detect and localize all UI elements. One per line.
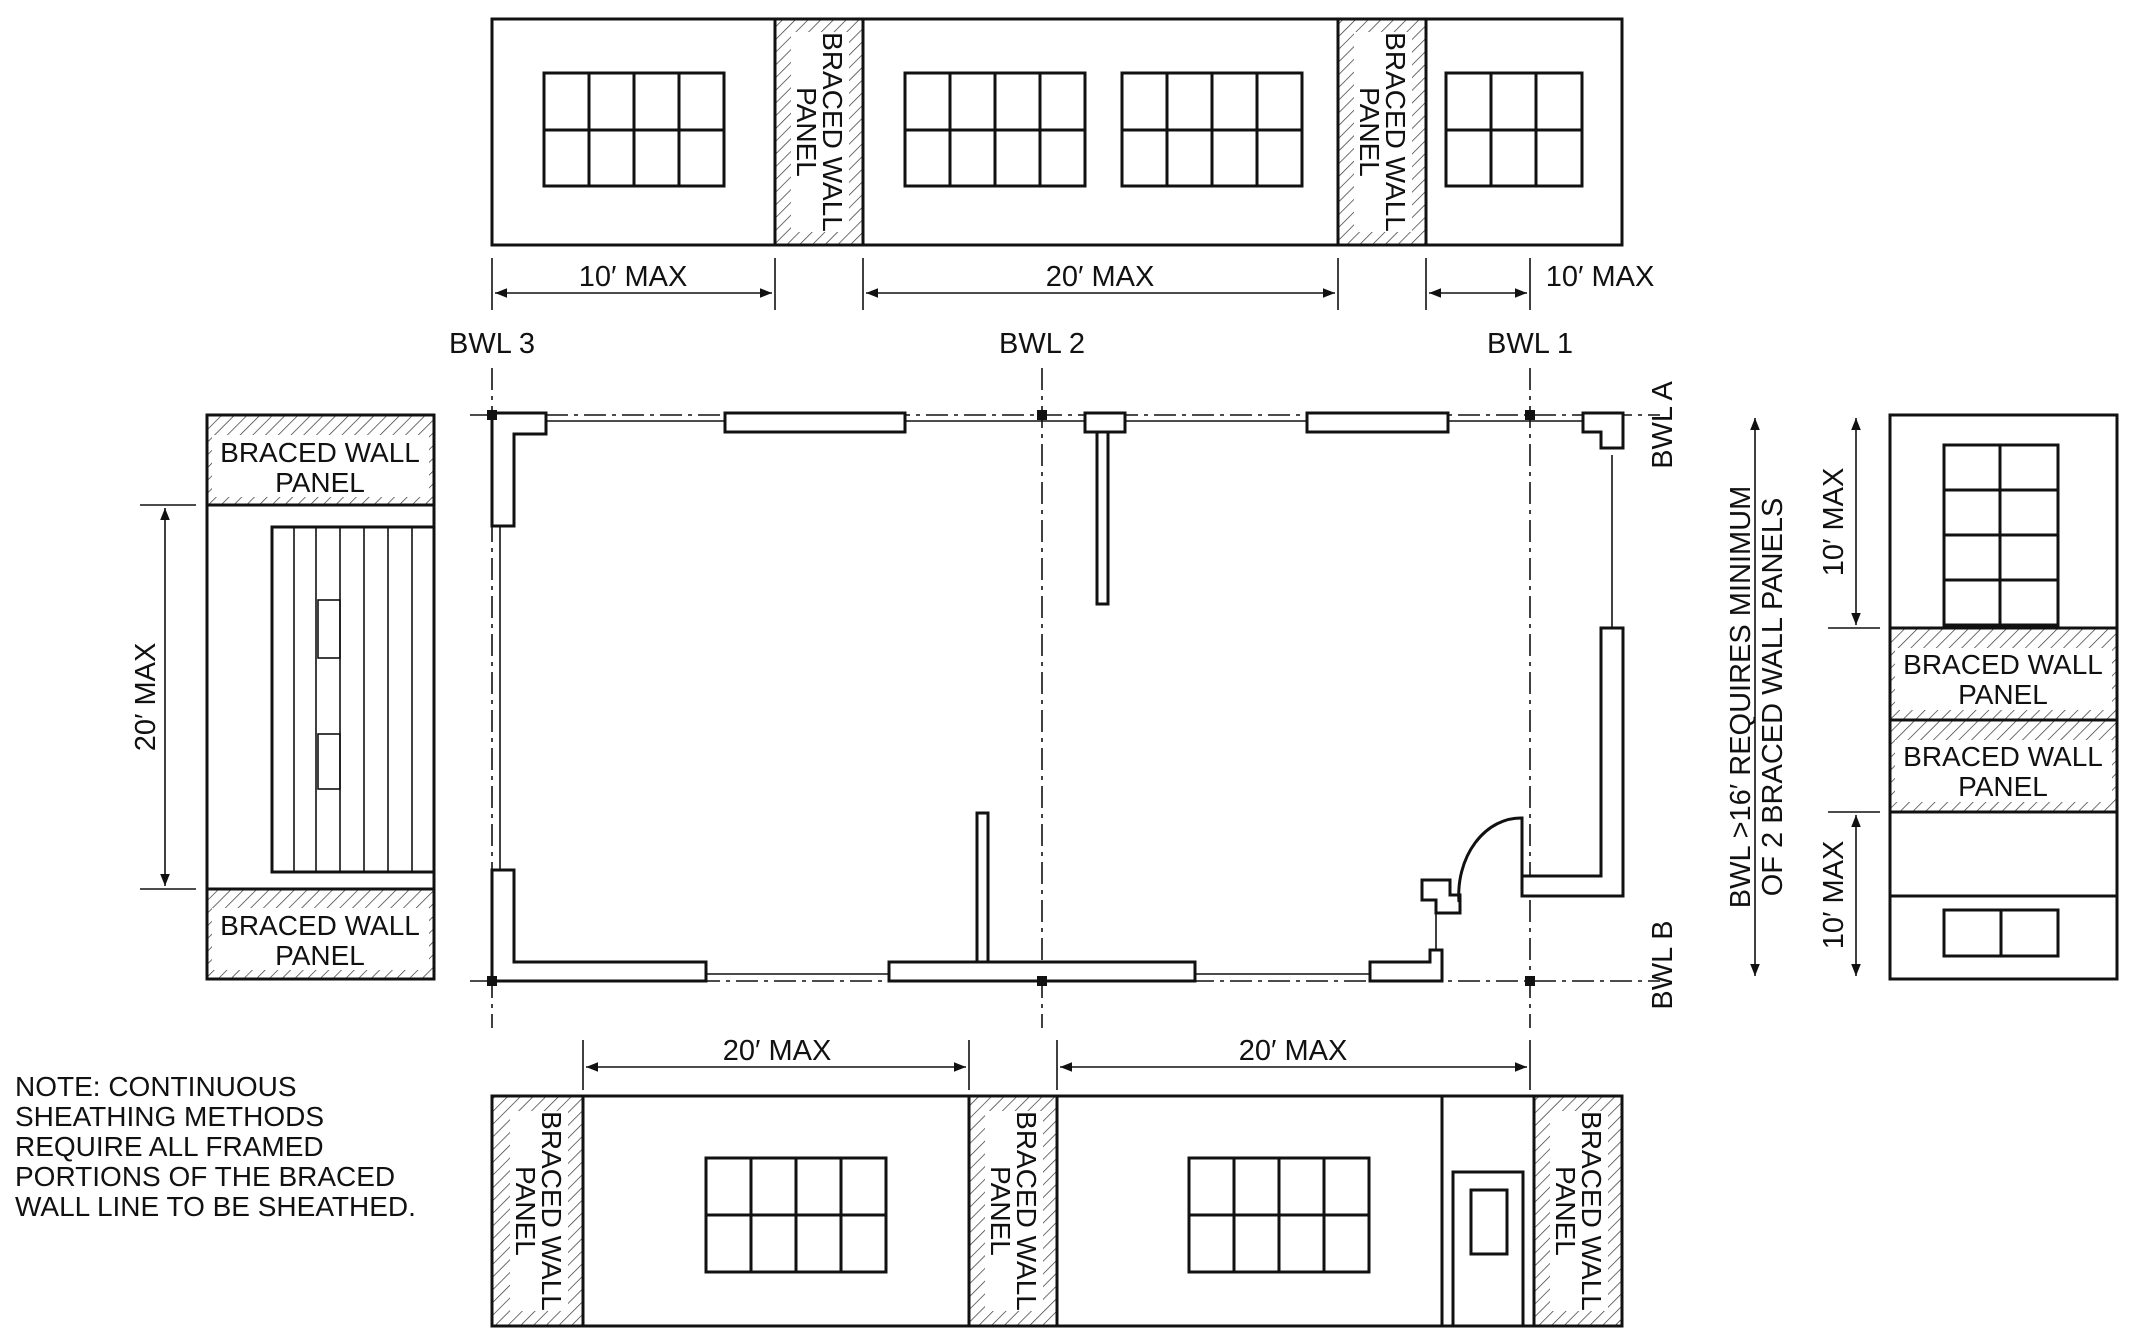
wall-corner-ne [1581,411,1625,450]
bottom-dimensions: 20′ MAX 20′ MAX [582,1035,1531,1090]
bottom-panel-2-label-line2: PANEL [985,1166,1016,1256]
top-window-4 [1444,71,1584,188]
right-window-1 [1942,443,2060,627]
note-line-1: NOTE: CONTINUOUS [15,1071,297,1102]
bwl-2-label: BWL 2 [999,328,1085,360]
wall-segment-a3 [1305,411,1450,434]
bottom-braced-panel-3: BRACED WALL PANEL [1532,1094,1624,1328]
top-elevation-outline [490,17,1624,247]
bwl-a-label: BWL A [1647,381,1679,469]
right-panel-1-label-line1: BRACED WALL [1903,649,2103,680]
dim-top-left: 10′ MAX [579,261,688,293]
door-jamb [1420,878,1462,915]
right-braced-panel-2: BRACED WALL PANEL [1888,718,2119,814]
wall-segment-east [1520,626,1625,898]
dim-right-top: 10′ MAX [1818,468,1850,577]
post-2b [1037,976,1047,986]
bottom-panel-3-label-line2: PANEL [1550,1166,1581,1256]
wall-segment-a2 [1083,411,1127,434]
bottom-panel-1-label-line1: BRACED WALL [536,1111,567,1311]
door-swing-icon [1457,816,1524,903]
bottom-braced-panel-2: BRACED WALL PANEL [967,1094,1059,1328]
floor-plan [470,368,1660,1028]
left-panel-1-label-line1: BRACED WALL [220,437,420,468]
top-panel-2-label-line1: BRACED WALL [1380,32,1411,232]
right-panel-2-label-line2: PANEL [1958,771,2048,802]
left-panel-2-label-line1: BRACED WALL [220,910,420,941]
post-1b [1525,976,1535,986]
top-dimensions: 10′ MAX 20′ MAX 10′ MAX [491,258,1655,310]
right-panel-2-label-line1: BRACED WALL [1903,741,2103,772]
bwl-1-label: BWL 1 [1487,328,1573,360]
garage-door [270,525,436,874]
note-line-2: SHEATHING METHODS [15,1101,324,1132]
top-window-3 [1120,71,1304,188]
wall-corner-nw [490,411,548,528]
post-1a [1525,410,1535,420]
right-elevation: BRACED WALL PANEL BRACED WALL PANEL 10′ … [1725,413,2119,981]
requirement-line-2: OF 2 BRACED WALL PANELS [1757,498,1789,897]
top-panel-2-label-line2: PANEL [1354,87,1385,177]
bottom-braced-panel-1: BRACED WALL PANEL [490,1094,585,1328]
bottom-door [1451,1170,1525,1328]
bottom-panel-1-label-line2: PANEL [510,1166,541,1256]
top-elevation: BRACED WALL PANEL BRACED WALL P [490,17,1624,247]
dim-left: 20′ MAX [130,643,162,752]
top-window-2 [903,71,1087,188]
top-braced-panel-2: BRACED WALL PANEL [1336,17,1428,247]
dim-bottom-right: 20′ MAX [1239,1035,1348,1067]
top-braced-panel-1: BRACED WALL PANEL [773,17,865,247]
interior-wall-2 [975,811,990,965]
bottom-window-2 [1187,1156,1371,1274]
post-3a [487,410,497,420]
left-elevation: BRACED WALL PANEL BRACED WALL PANEL 20′ … [130,413,436,981]
left-panel-1-label-line2: PANEL [275,467,365,498]
dim-top-middle: 20′ MAX [1046,261,1155,293]
bottom-panel-3-label-line1: BRACED WALL [1576,1111,1607,1311]
bwl-3-label: BWL 3 [449,328,535,360]
top-panel-1-label-line1: BRACED WALL [817,32,848,232]
wall-segment-b2 [1368,948,1444,983]
dim-bottom-left: 20′ MAX [723,1035,832,1067]
right-braced-panel-1: BRACED WALL PANEL [1888,626,2119,722]
post-3b [487,976,497,986]
note-line-3: REQUIRE ALL FRAMED [15,1131,324,1162]
right-window-2 [1942,908,2060,958]
sheathing-note: NOTE: CONTINUOUS SHEATHING METHODS REQUI… [15,1071,416,1222]
bottom-panel-2-label-line1: BRACED WALL [1011,1111,1042,1311]
left-braced-panel-1: BRACED WALL PANEL [205,413,436,507]
left-panel-2-label-line2: PANEL [275,940,365,971]
post-2a [1037,410,1047,420]
bottom-elevation: BRACED WALL PANEL BRACED WALL PANEL [490,1094,1624,1328]
wall-segment-a1 [723,411,907,434]
bottom-window-1 [704,1156,888,1274]
top-panel-1-label-line2: PANEL [791,87,822,177]
wall-corner-sw [490,868,708,983]
dim-right-bottom: 10′ MAX [1818,841,1850,950]
right-panel-1-label-line2: PANEL [1958,679,2048,710]
note-line-4: PORTIONS OF THE BRACED [15,1161,395,1192]
left-braced-panel-2: BRACED WALL PANEL [205,887,436,981]
interior-wall-1 [1095,430,1110,606]
note-line-5: WALL LINE TO BE SHEATHED. [15,1191,416,1222]
requirement-line-1: BWL >16′ REQUIRES MINIMUM [1725,486,1757,909]
bwl-b-label: BWL B [1647,920,1679,1009]
top-window-1 [542,71,726,188]
dim-top-right: 10′ MAX [1546,261,1655,293]
